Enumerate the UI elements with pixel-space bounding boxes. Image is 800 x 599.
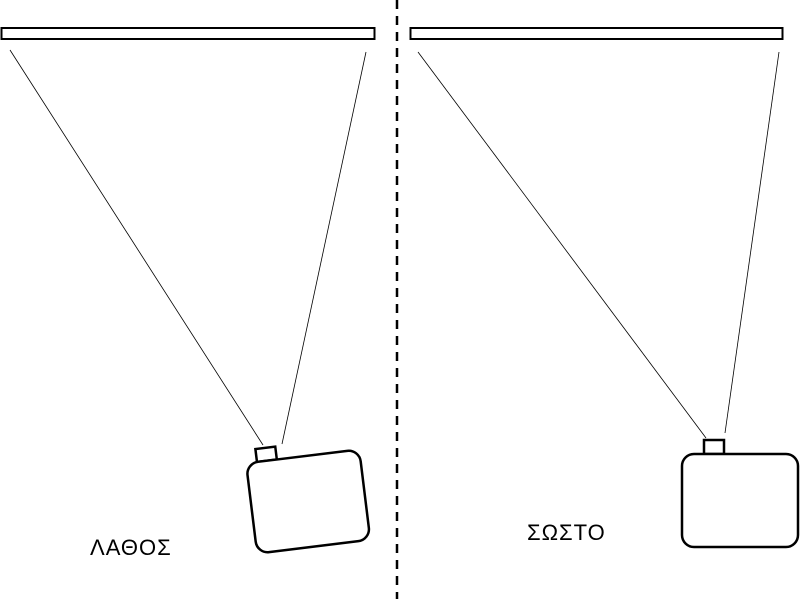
projector-body (246, 449, 371, 554)
projection-ray-left-1 (9, 49, 264, 446)
screen-left (0, 27, 376, 40)
projector-tilted (246, 445, 371, 554)
projection-ray-right-2 (724, 51, 780, 434)
projection-ray-right-1 (417, 51, 707, 439)
projector-lens (702, 438, 726, 456)
projection-ray-left-2 (281, 51, 367, 445)
screen-right (409, 27, 784, 40)
projector-level (680, 438, 800, 549)
label-wrong: ΛΑΘΟΣ (90, 535, 172, 560)
projector-body (680, 452, 800, 549)
label-correct: ΣΩΣΤΟ (527, 520, 606, 545)
